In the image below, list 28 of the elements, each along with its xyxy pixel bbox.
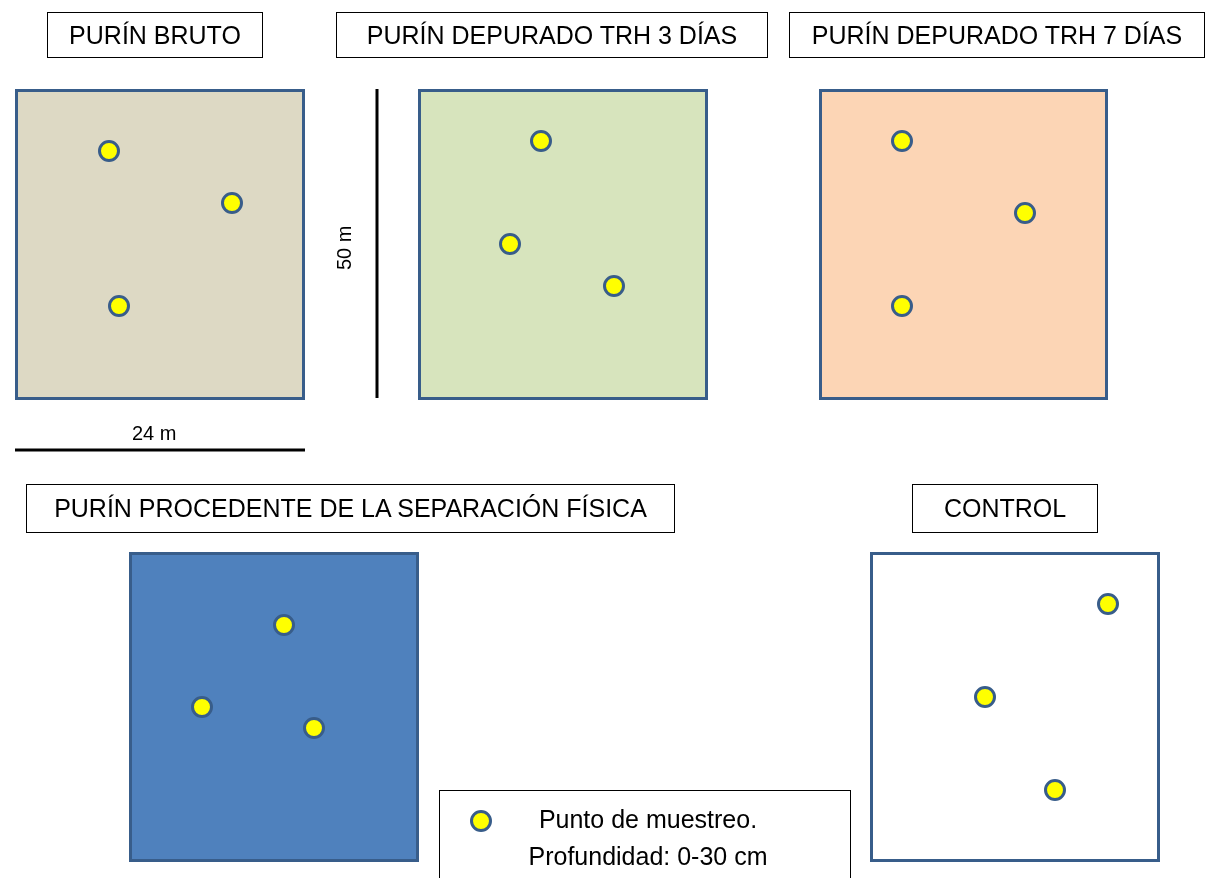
- title-box: CONTROL: [912, 484, 1098, 533]
- sampling-point: [603, 275, 625, 297]
- field-plot: [418, 89, 708, 400]
- legend-text: Punto de muestreo. Profundidad: 0-30 cm: [527, 804, 769, 872]
- sampling-point: [98, 140, 120, 162]
- sampling-point: [499, 233, 521, 255]
- sampling-point: [221, 192, 243, 214]
- sampling-point: [891, 295, 913, 317]
- title-box: PURÍN BRUTO: [47, 12, 263, 58]
- field-plot: [870, 552, 1160, 862]
- dimension-label: 50 m: [333, 225, 356, 270]
- sampling-point: [191, 696, 213, 718]
- sampling-point: [273, 614, 295, 636]
- title-box: PURÍN DEPURADO TRH 7 DÍAS: [789, 12, 1205, 58]
- sampling-point: [1044, 779, 1066, 801]
- title-box: PURÍN DEPURADO TRH 3 DÍAS: [336, 12, 768, 58]
- dimension-label: 24 m: [132, 422, 177, 445]
- field-plot: [129, 552, 419, 862]
- sampling-point: [1097, 593, 1119, 615]
- title-box: PURÍN PROCEDENTE DE LA SEPARACIÓN FÍSICA: [26, 484, 675, 533]
- field-plot: [819, 89, 1108, 400]
- sampling-point: [530, 130, 552, 152]
- sampling-point: [974, 686, 996, 708]
- sampling-point: [1014, 202, 1036, 224]
- sampling-point: [891, 130, 913, 152]
- sampling-point: [303, 717, 325, 739]
- field-plot: [15, 89, 305, 400]
- sampling-point: [108, 295, 130, 317]
